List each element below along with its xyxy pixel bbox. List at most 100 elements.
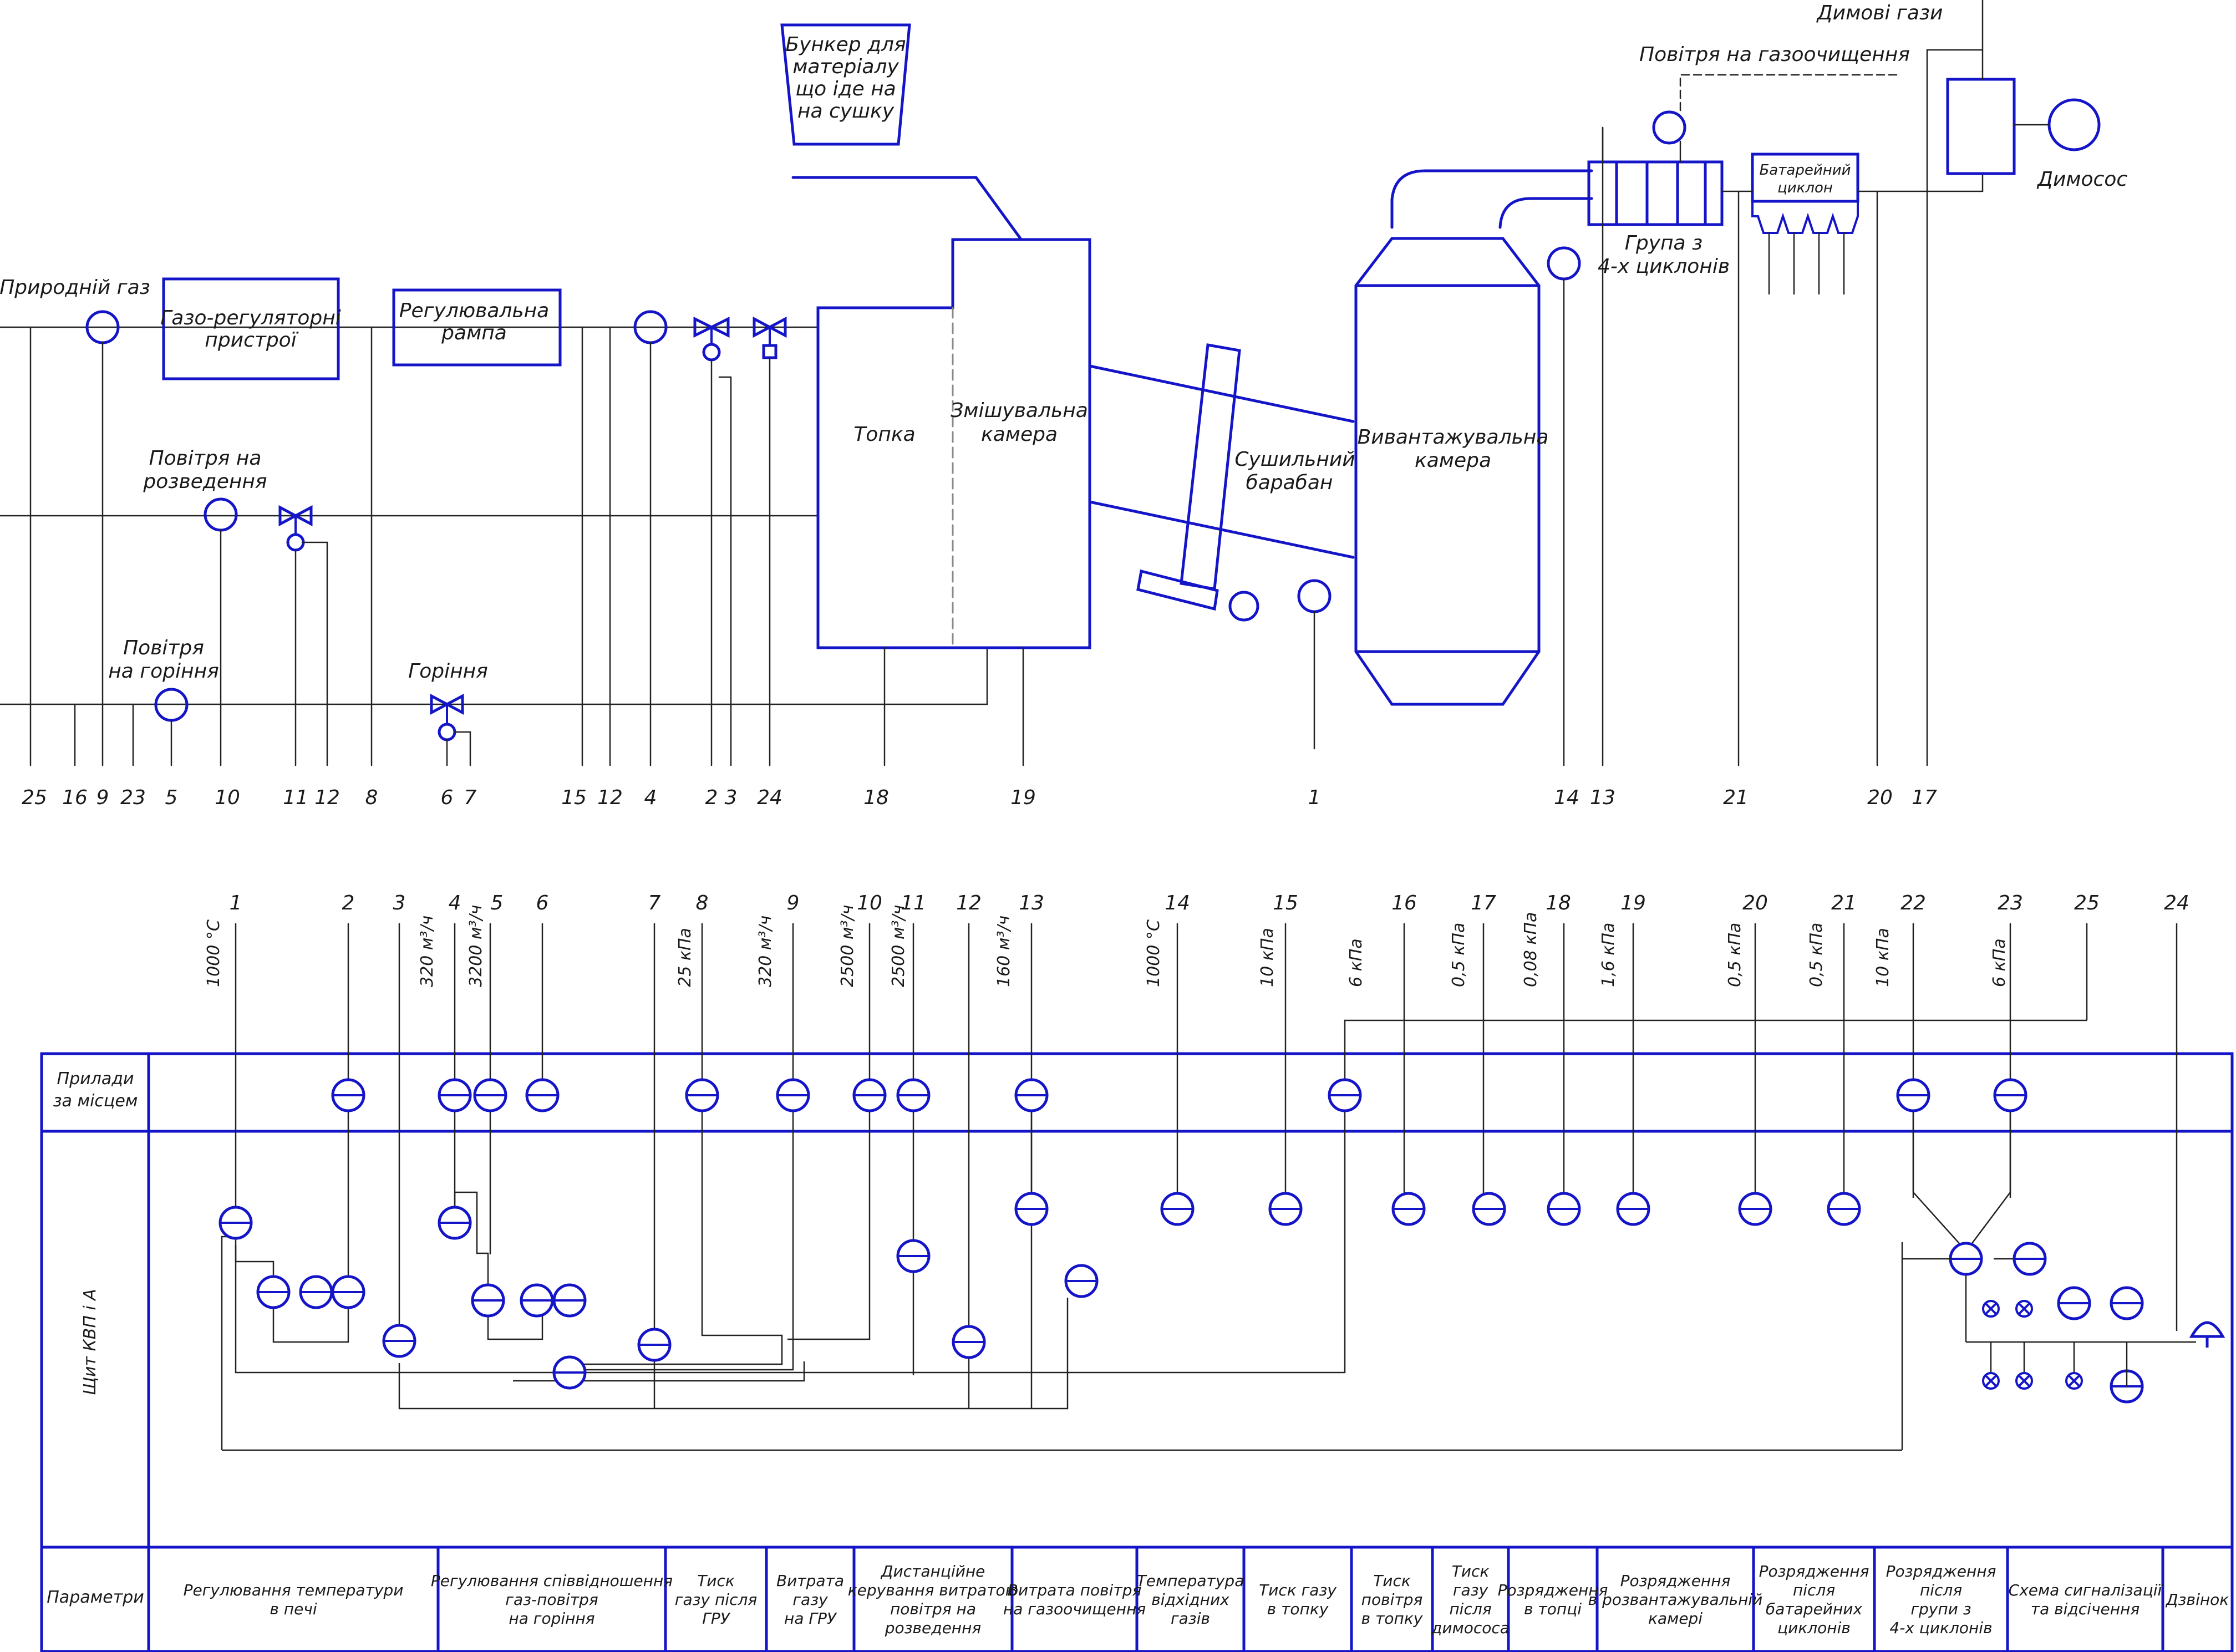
parameter-label: після <box>1449 1600 1491 1618</box>
drum-drive <box>1180 343 1241 591</box>
valve-combustion <box>430 693 464 741</box>
parameter-label: після <box>1793 1581 1835 1599</box>
column-value: 3200 м³/ч <box>466 905 486 987</box>
air-combustion-label-1: Повітря <box>123 637 204 659</box>
parameter-label: ГРУ <box>702 1609 730 1628</box>
instrument-fe-dilution <box>204 497 238 532</box>
instrument-circle <box>2110 1286 2144 1320</box>
unloading-label-2: камера <box>1415 449 1491 472</box>
instrument-circle <box>1827 1192 1861 1226</box>
instrument-circle <box>438 1078 472 1112</box>
instrument-circle <box>1328 1078 1362 1112</box>
column-value: 1000 °C <box>1144 919 1163 987</box>
instrument-circle <box>525 1078 560 1112</box>
instrument-circle <box>776 1078 810 1112</box>
parameter-label: в топці <box>1524 1600 1582 1618</box>
drum-motor <box>1228 591 1259 622</box>
instrument-circle <box>1993 1078 2027 1112</box>
parameter-label: в розвантажувальній <box>1588 1590 1763 1609</box>
parameter-label: газів <box>1171 1609 1210 1628</box>
exhauster-motor <box>2047 98 2101 151</box>
parameter-label: Тиск газу <box>1259 1581 1336 1599</box>
line-number-14: 14 <box>1554 786 1579 809</box>
valve-dilution <box>278 505 313 552</box>
instrument-circle <box>852 1078 887 1112</box>
signal-lamp-icon <box>1982 1372 2000 1390</box>
line-number-12: 12 <box>597 786 623 809</box>
duct-1 <box>1390 169 1593 229</box>
column-value: 320 м³/ч <box>418 916 437 987</box>
instrument-circle <box>299 1275 333 1309</box>
instrument-circle <box>1949 1242 1983 1276</box>
line-number-25: 25 <box>22 786 47 809</box>
line-number-21: 21 <box>1723 786 1749 809</box>
valve-gas-1 <box>693 316 730 362</box>
instrument-circle <box>471 1283 505 1318</box>
air-cleaning-label: Повітря на газоочищення <box>1639 43 1910 66</box>
parameter-label: Дзвінок <box>2165 1590 2229 1609</box>
gru-box <box>162 277 340 380</box>
column-number-6: 6 <box>536 892 549 914</box>
instrument-fe-cleaning <box>1652 110 1686 145</box>
combustion-label: Горіння <box>408 660 488 683</box>
parameter-label: Регулювання співвідношення <box>431 1572 673 1590</box>
parameter-label: камері <box>1648 1609 1703 1628</box>
exhauster-box <box>1946 78 2016 175</box>
column-number-23: 23 <box>1998 892 2023 914</box>
column-value: 0,5 кПа <box>1725 923 1745 987</box>
column-value: 0,08 кПа <box>1521 912 1541 987</box>
ramp-label-1: Регулювальна <box>399 299 550 322</box>
natural-gas-label: Природній газ <box>0 276 150 299</box>
instrument-circle <box>1616 1192 1650 1226</box>
parameter-label: Тиск <box>1373 1572 1411 1590</box>
column-value: 2500 м³/ч <box>889 905 908 987</box>
parameter-label: на горіння <box>509 1609 594 1628</box>
line-number-16: 16 <box>62 786 88 809</box>
line-number-24: 24 <box>757 786 782 809</box>
column-number-12: 12 <box>956 892 982 914</box>
column-number-18: 18 <box>1546 892 1571 914</box>
parameter-label: Розрядження <box>1886 1562 1996 1580</box>
feed-chute <box>791 176 1022 240</box>
parameter-label: групи з <box>1910 1600 1971 1618</box>
column-value: 2500 м³/ч <box>838 905 857 987</box>
column-value: 10 кПа <box>1258 928 1277 987</box>
instrument-circle <box>2057 1286 2091 1320</box>
battery-label-2: циклон <box>1777 180 1833 196</box>
column-number-20: 20 <box>1742 892 1768 914</box>
parameter-label: повітря на <box>890 1600 976 1618</box>
parameter-label: керування витратою <box>848 1581 1018 1599</box>
parameter-label: Регулювання температури <box>184 1581 404 1599</box>
column-value: 320 м³/ч <box>756 916 775 987</box>
column-number-7: 7 <box>648 892 661 914</box>
instrument-circle <box>952 1325 986 1359</box>
parameter-label: в печі <box>270 1600 317 1618</box>
instrument-panel <box>40 1052 2234 1652</box>
column-value: 6 кПа <box>1990 938 2009 987</box>
instrument-te-drum <box>1297 579 1332 613</box>
line-number-3: 3 <box>725 786 738 809</box>
column-value: 160 м³/ч <box>994 916 1014 987</box>
column-number-4: 4 <box>449 892 461 914</box>
air-combustion-label-2: на горіння <box>108 660 219 683</box>
process-scheme <box>0 0 2101 766</box>
line-number-15: 15 <box>561 786 587 809</box>
column-value: 0,5 кПа <box>1449 923 1468 987</box>
param-dividers <box>436 1547 2164 1651</box>
line-number-9: 9 <box>96 786 109 809</box>
column-number-13: 13 <box>1019 892 1044 914</box>
column-number-3: 3 <box>393 892 406 914</box>
furnace-label: Топка <box>853 423 915 446</box>
air-dilution-label-2: розведення <box>143 470 267 493</box>
unloading-label-1: Вивантажувальна <box>1358 426 1549 449</box>
line-number-5: 5 <box>165 786 178 809</box>
instrument-circle <box>1014 1192 1049 1226</box>
instrument-circle <box>1391 1192 1426 1226</box>
line-number-6: 6 <box>441 786 454 809</box>
gru-label-2: пристрої <box>205 329 298 352</box>
column-number-17: 17 <box>1471 892 1496 914</box>
parameter-label: Розрядження <box>1620 1572 1731 1590</box>
